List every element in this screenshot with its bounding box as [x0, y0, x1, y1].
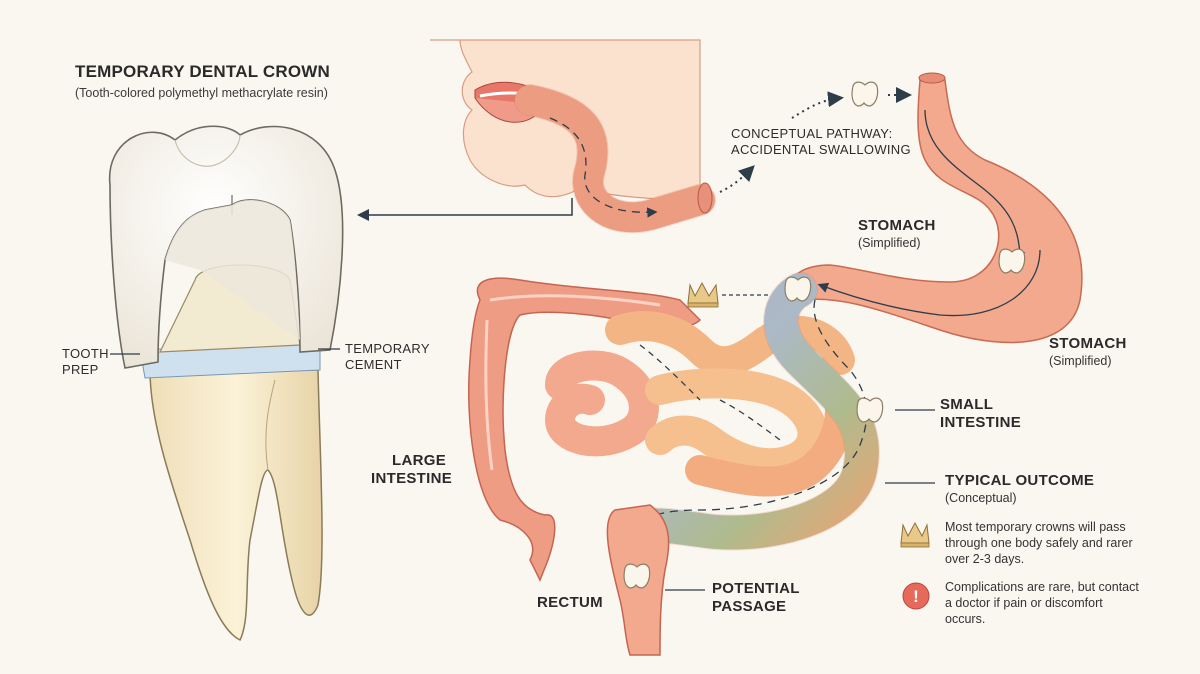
- stomach-outer-sub: (Simplified): [1049, 354, 1112, 368]
- cement-label-line2: CEMENT: [345, 357, 402, 372]
- small-intestine-illustration: [544, 311, 855, 497]
- outcome-title: TYPICAL OUTCOME: [945, 472, 1095, 489]
- outcome-crown-icon: [900, 521, 930, 548]
- crown-icon-duodenum: [784, 276, 812, 302]
- stomach-outer-label: STOMACH: [1049, 335, 1127, 352]
- outcome-sub: (Conceptual): [945, 491, 1017, 505]
- rectum-label: RECTUM: [537, 594, 603, 611]
- small-intestine-tube: [613, 273, 879, 557]
- tooth-prep-label-line1: TOOTH: [62, 346, 109, 361]
- outcome-note2-line1: Complications are rare, but contact: [945, 580, 1139, 594]
- pathway-label-line1: CONCEPTUAL PATHWAY:: [731, 126, 893, 141]
- svg-text:!: !: [913, 587, 919, 606]
- outcome-note2-line3: occurs.: [945, 612, 986, 626]
- stomach-inner-label: STOMACH: [858, 217, 936, 234]
- outcome-note1-line1: Most temporary crowns will pass: [945, 520, 1126, 534]
- gold-crown-icon: [687, 281, 719, 308]
- outcome-note1-line3: over 2-3 days.: [945, 552, 1025, 566]
- pathway-label-line2: ACCIDENTAL SWALLOWING: [731, 142, 911, 157]
- large-intestine-illustration: [468, 277, 702, 582]
- small-intestine-label-line2: INTESTINE: [940, 414, 1022, 431]
- passage-label-line2: PASSAGE: [712, 598, 787, 615]
- outcome-note1-line2: through one body safely and rarer: [945, 536, 1133, 550]
- crown-icon-rectum: [623, 563, 651, 589]
- stomach-illustration: [791, 72, 1083, 344]
- passage-label-line1: POTENTIAL: [712, 580, 800, 597]
- small-intestine-label-line1: SMALL: [940, 396, 994, 413]
- esophagus: [515, 85, 715, 233]
- mouth-to-crown-arrow: [357, 198, 573, 221]
- tooth-prep-label-line2: PREP: [62, 362, 99, 377]
- crown-icon-stomach: [998, 248, 1026, 274]
- tooth-illustration: [108, 125, 344, 642]
- large-intestine-label-line2: INTESTINE: [371, 470, 453, 487]
- crown-icon-pathway: [851, 81, 879, 107]
- large-intestine-label-line1: LARGE: [392, 452, 446, 469]
- stomach-inner-sub: (Simplified): [858, 236, 921, 250]
- crown-title: TEMPORARY DENTAL CROWN: [75, 62, 330, 81]
- crown-icon-intestine: [856, 397, 884, 423]
- crown-subtitle: (Tooth-colored polymethyl methacrylate r…: [75, 86, 328, 100]
- cement-label-line1: TEMPORARY: [345, 341, 430, 356]
- alert-icon: !: [902, 582, 930, 610]
- outcome-note2-line2: a doctor if pain or discomfort: [945, 596, 1103, 610]
